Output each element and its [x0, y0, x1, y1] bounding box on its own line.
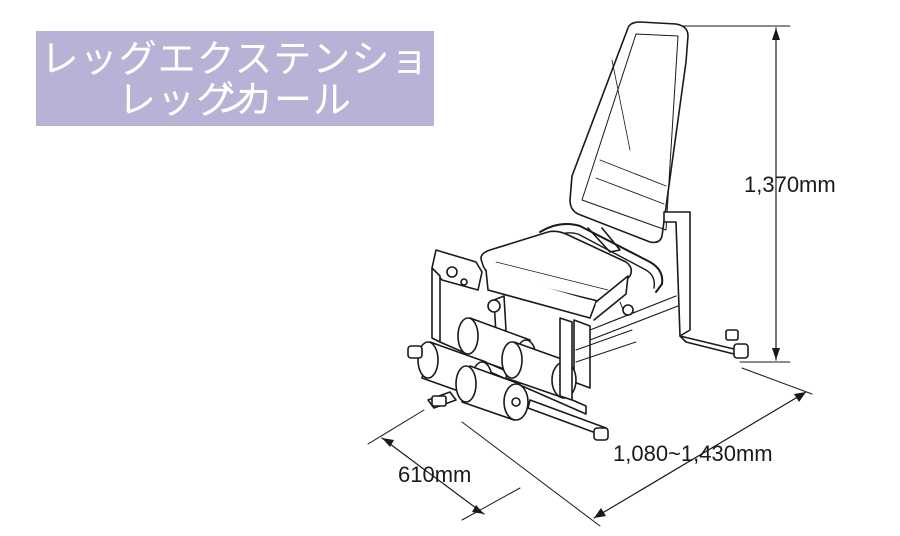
title-line-2: レッグカール: [117, 78, 352, 122]
backrest: [569, 21, 689, 253]
rear-frame: [589, 211, 749, 359]
upper-rollers: [457, 317, 577, 399]
title-line-1: レッグエクステンション: [40, 37, 430, 121]
lower-rollers: [407, 341, 529, 421]
front-base: [427, 317, 609, 441]
height-dimension-label: 1,370mm: [744, 172, 836, 197]
height-dimension-line: [675, 25, 791, 363]
width-dimension-line: [367, 409, 521, 521]
seat-cushion: [480, 230, 633, 321]
seat-frame: [539, 223, 664, 389]
length-dimension-line: [461, 367, 813, 527]
width-dimension-label: 610mm: [398, 462, 472, 487]
length-dimension-label: 1,080~1,430mm: [613, 441, 773, 466]
title-banner: レッグエクステンション レッグカール: [36, 31, 434, 126]
